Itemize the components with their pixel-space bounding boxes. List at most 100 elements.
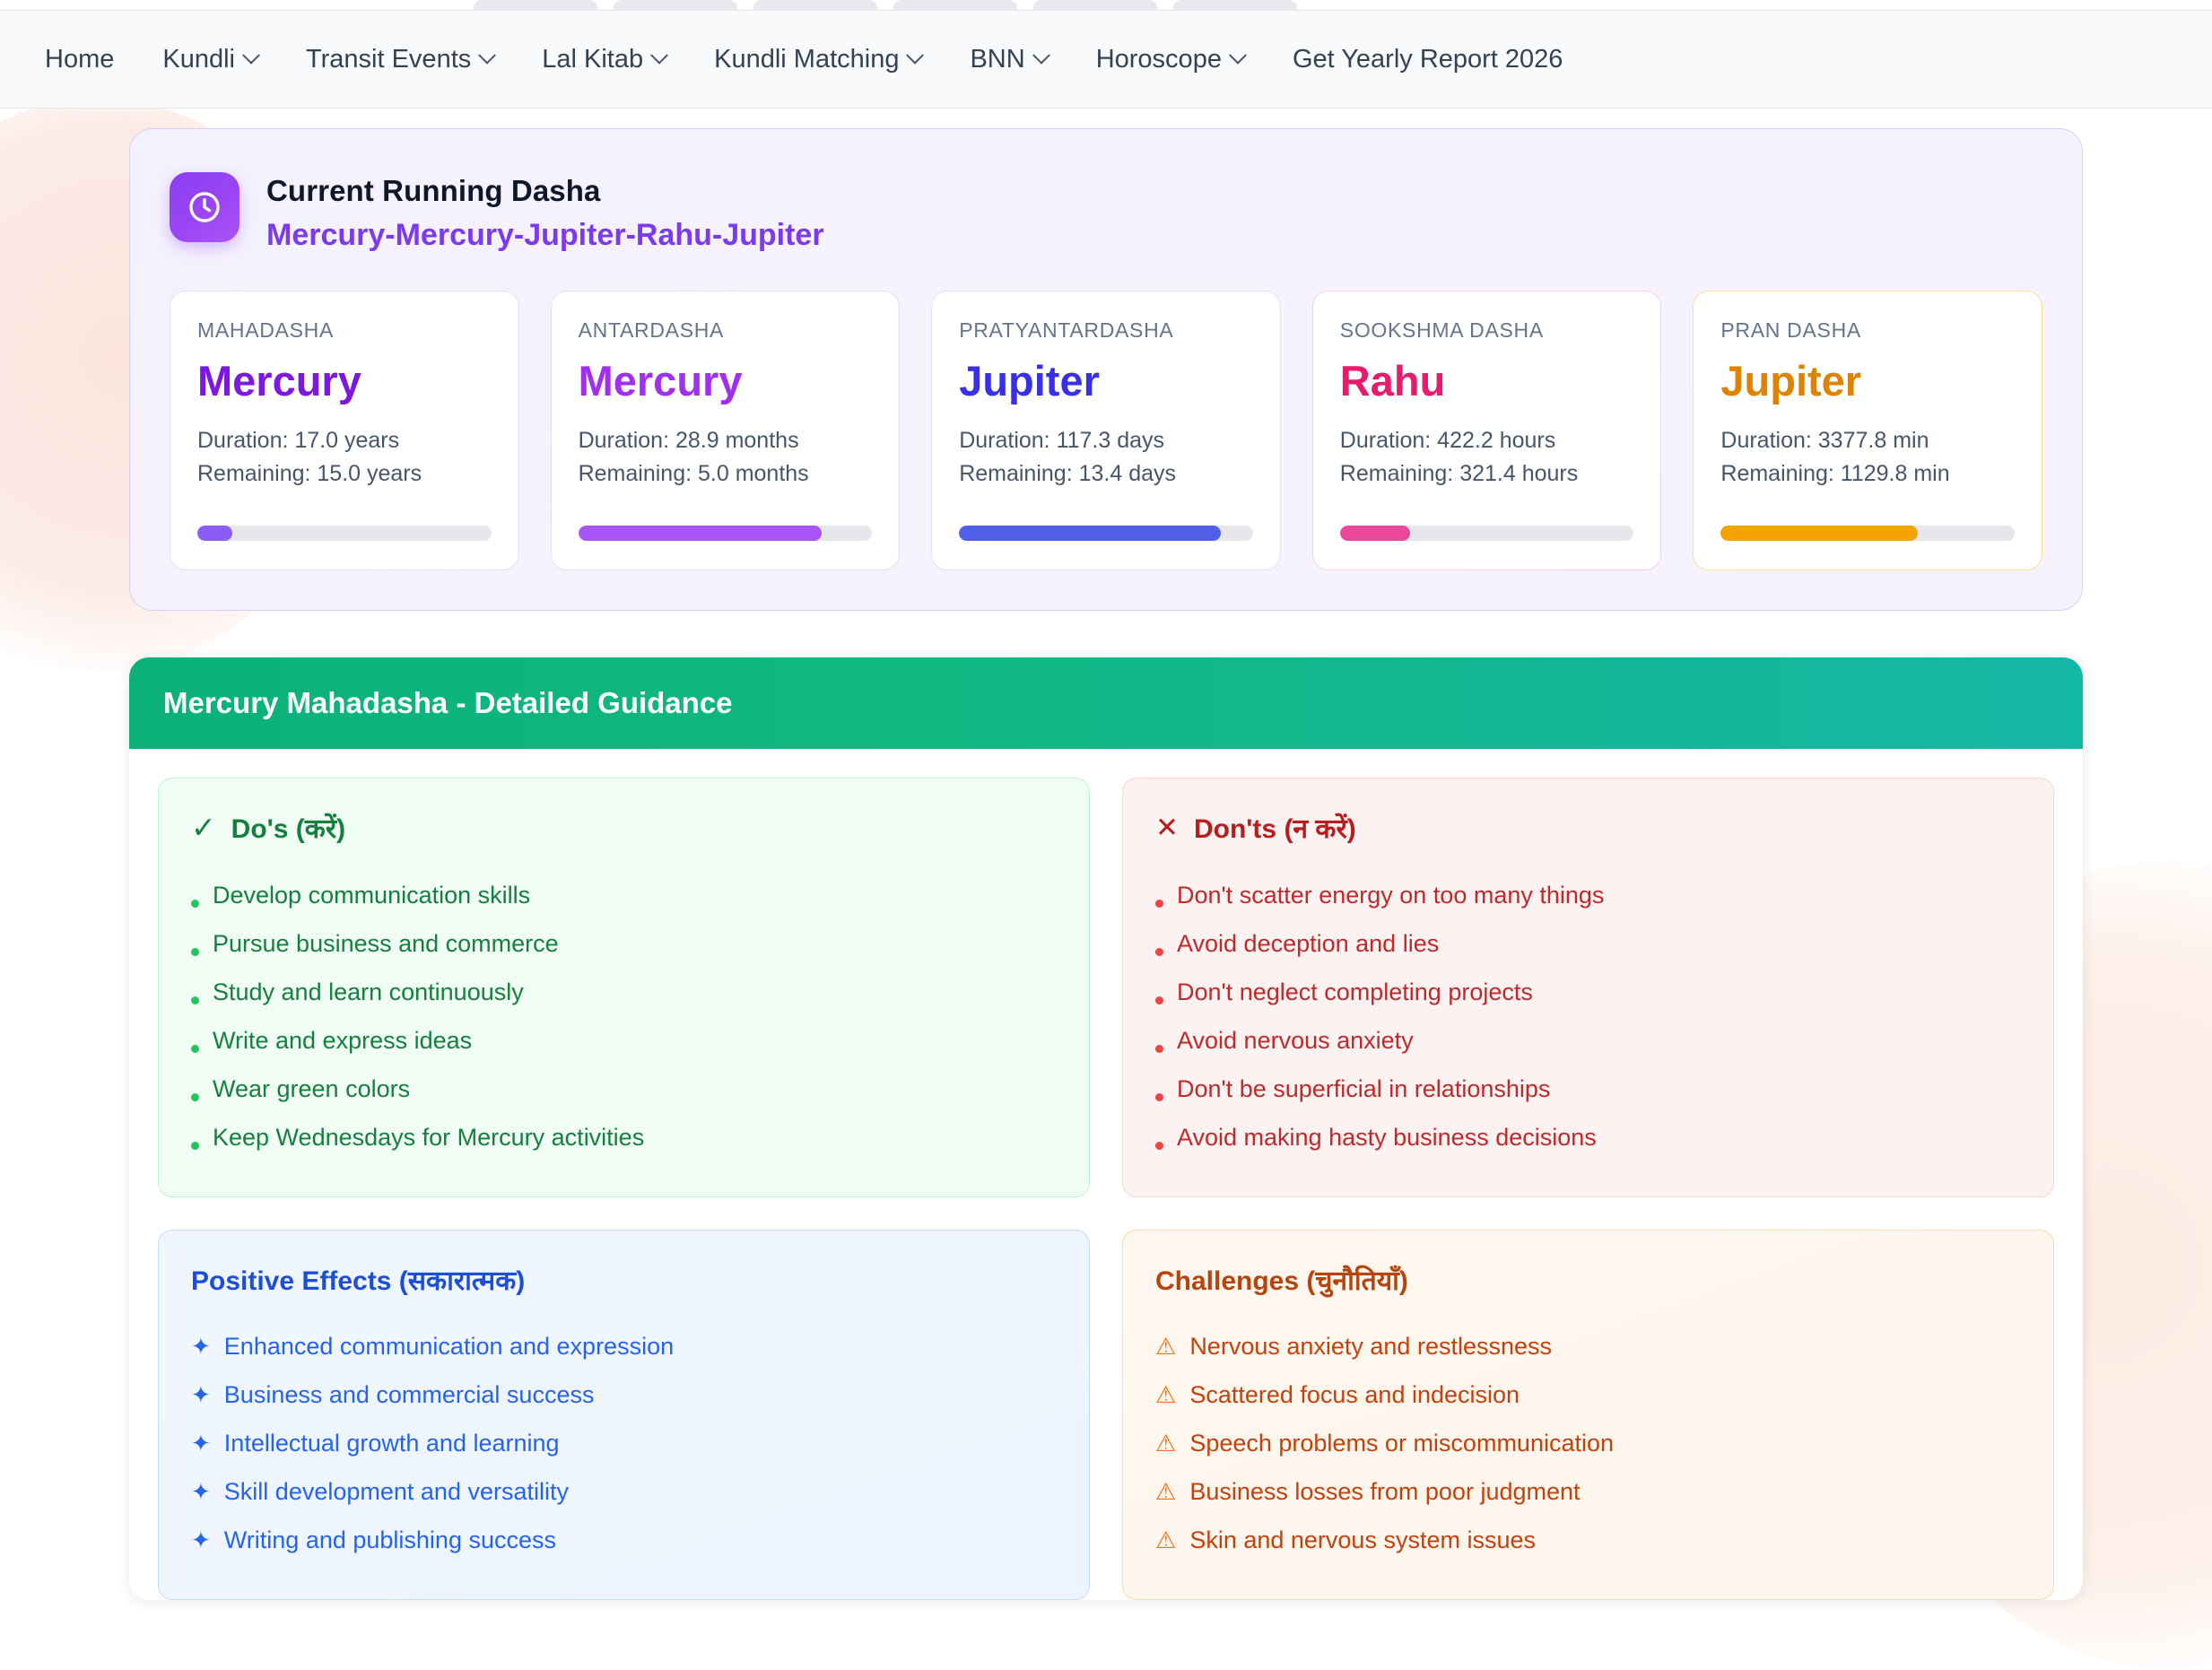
- warning-icon: ⚠: [1155, 1429, 1177, 1457]
- dasha-card-duration: Duration: 28.9 months: [578, 428, 799, 454]
- list-item-label: Speech problems or miscommunication: [1189, 1430, 1615, 1457]
- dasha-card-label: MAHADASHA: [197, 318, 334, 342]
- progress-bar-track: [578, 526, 873, 541]
- nav-item-kundli[interactable]: Kundli: [138, 45, 282, 74]
- nav-item-kundli-matching[interactable]: Kundli Matching: [690, 45, 945, 74]
- dos-title-label: Do's (करें): [231, 814, 346, 844]
- nav-item-label: Kundli Matching: [714, 44, 900, 74]
- warning-icon: ⚠: [1155, 1477, 1177, 1505]
- nav-item-label: Transit Events: [305, 44, 472, 74]
- tab-stub[interactable]: [614, 0, 737, 10]
- warning-icon: ⚠: [1155, 1332, 1177, 1360]
- progress-bar-fill: [1339, 526, 1411, 541]
- detailed-guidance-section: Mercury Mahadasha - Detailed Guidance ✓ …: [129, 657, 2083, 1601]
- dasha-card-duration: Duration: 17.0 years: [197, 428, 400, 454]
- positive-effects-list: ✦Enhanced communication and expression✦B…: [191, 1323, 1057, 1565]
- dasha-card-planet: Jupiter: [959, 357, 1100, 404]
- sparkle-icon: ✦: [191, 1429, 211, 1457]
- nav-item-label: Horoscope: [1095, 44, 1222, 74]
- chevron-down-icon: [906, 46, 925, 65]
- list-item-label: Avoid nervous anxiety: [1177, 1026, 1414, 1054]
- bullet-dot-icon: [1155, 996, 1163, 1005]
- list-item-label: Develop communication skills: [213, 881, 531, 909]
- list-item: ✦Intellectual growth and learning: [191, 1420, 1057, 1468]
- page-title: Current Running Dasha: [266, 174, 601, 207]
- positive-effects-panel-title: Positive Effects (सकारात्मक): [191, 1261, 1057, 1298]
- list-item: Keep Wednesdays for Mercury activities: [191, 1113, 1057, 1161]
- main-navigation: Home Kundli Transit Events Lal Kitab Kundli …: [0, 10, 2212, 109]
- bullet-dot-icon: [191, 996, 199, 1005]
- bullet-dot-icon: [1155, 899, 1163, 908]
- nav-item-horoscope[interactable]: Horoscope: [1072, 45, 1268, 74]
- challenges-title-label: Challenges (चुनौतियाँ): [1155, 1266, 1408, 1296]
- list-item-label: Writing and publishing success: [223, 1526, 556, 1554]
- tab-stub[interactable]: [1033, 0, 1157, 10]
- guidance-title: Mercury Mahadasha - Detailed Guidance: [163, 686, 733, 719]
- dasha-card-remaining: Remaining: 15.0 years: [197, 460, 422, 486]
- nav-item-transit-events[interactable]: Transit Events: [282, 45, 518, 74]
- nav-item-get-yearly-report-2026[interactable]: Get Yearly Report 2026: [1268, 45, 1587, 74]
- progress-bar-fill: [959, 526, 1221, 541]
- list-item: ⚠Scattered focus and indecision: [1155, 1371, 2021, 1420]
- sparkle-icon: ✦: [191, 1332, 211, 1360]
- list-item: ✦Enhanced communication and expression: [191, 1323, 1057, 1371]
- list-item-label: Avoid making hasty business decisions: [1177, 1123, 1597, 1151]
- nav-item-lal-kitab[interactable]: Lal Kitab: [518, 45, 690, 74]
- dasha-card-duration: Duration: 3377.8 min: [1720, 428, 1929, 454]
- list-item: Study and learn continuously: [191, 968, 1057, 1016]
- dasha-card-duration: Duration: 117.3 days: [959, 428, 1165, 454]
- challenges-panel: Challenges (चुनौतियाँ) ⚠Nervous anxiety …: [1122, 1229, 2054, 1601]
- bullet-dot-icon: [1155, 1142, 1163, 1151]
- tab-stub[interactable]: [893, 0, 1017, 10]
- donts-title-label: Don'ts (न करें): [1193, 814, 1356, 844]
- list-item-label: Don't scatter energy on too many things: [1177, 881, 1605, 909]
- dasha-card-remaining: Remaining: 1129.8 min: [1720, 460, 1950, 486]
- progress-bar-track: [197, 526, 492, 541]
- donts-panel: ✕ Don'ts (न करें) Don't scatter energy o…: [1122, 778, 2054, 1197]
- list-item-label: Avoid deception and lies: [1177, 929, 1440, 957]
- dasha-card-planet: Mercury: [197, 357, 361, 404]
- list-item-label: Don't be superficial in relationships: [1177, 1074, 1551, 1102]
- progress-bar-fill: [1720, 526, 1918, 541]
- dasha-card-duration: Duration: 422.2 hours: [1339, 428, 1556, 454]
- tab-stub[interactable]: [1173, 0, 1297, 10]
- current-running-dasha-panel: Current Running Dasha Mercury-Mercury-Ju…: [129, 128, 2083, 611]
- list-item: ✦ Skill development and versatility: [191, 1468, 1057, 1517]
- list-item: ⚠ Speech problems or miscommunication: [1155, 1420, 2021, 1468]
- nav-item-label: BNN: [970, 44, 1025, 74]
- sparkle-icon: ✦: [191, 1477, 211, 1505]
- bullet-dot-icon: [191, 947, 199, 956]
- tab-stub[interactable]: [753, 0, 877, 10]
- list-item-label: Write and express ideas: [213, 1026, 473, 1054]
- bullet-dot-icon: [191, 1044, 199, 1053]
- list-item: Avoid making hasty business decisions: [1155, 1113, 2021, 1161]
- progress-bar-track: [959, 526, 1253, 541]
- progress-bar-track: [1720, 526, 2015, 541]
- bullet-dot-icon: [1155, 1044, 1163, 1053]
- list-item-label: Business losses from poor judgment: [1189, 1478, 1581, 1506]
- nav-item-label: Kundli: [162, 44, 235, 74]
- tab-stub[interactable]: [474, 0, 597, 10]
- nav-item-home[interactable]: Home: [45, 45, 138, 74]
- nav-item-bnn[interactable]: BNN: [945, 45, 1071, 74]
- list-item: Develop communication skills: [191, 871, 1057, 919]
- donts-panel-title: ✕ Don'ts (न करें): [1155, 809, 2021, 846]
- dasha-card-label: ANTARDASHA: [578, 318, 725, 342]
- list-item-label: Skill development and versatility: [223, 1478, 569, 1506]
- positive-effects-panel: Positive Effects (सकारात्मक) ✦Enhanced c…: [158, 1229, 1090, 1601]
- sparkle-icon: ✦: [191, 1526, 211, 1554]
- clock-icon: [170, 172, 239, 242]
- bullet-dot-icon: [1155, 1092, 1163, 1101]
- list-item: Write and express ideas: [191, 1016, 1057, 1065]
- dasha-card-planet: Rahu: [1339, 357, 1446, 404]
- chevron-down-icon: [478, 46, 497, 65]
- bullet-dot-icon: [191, 1092, 199, 1101]
- check-icon: ✓: [191, 811, 216, 844]
- positive-title-label: Positive Effects (सकारात्मक): [191, 1266, 526, 1296]
- list-item: Don't be superficial in relationships: [1155, 1065, 2021, 1113]
